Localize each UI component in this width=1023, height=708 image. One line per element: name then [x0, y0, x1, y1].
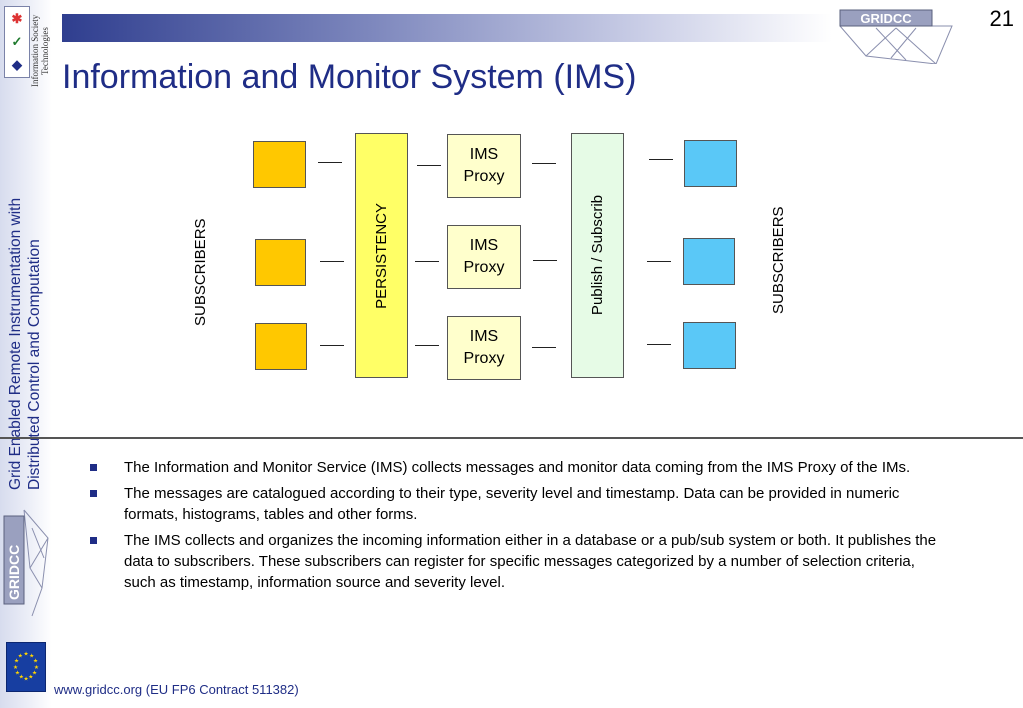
- ims-proxy-3: IMS Proxy: [447, 316, 521, 380]
- connector: [532, 347, 556, 348]
- bullet-text-1: The Information and Monitor Service (IMS…: [124, 459, 911, 476]
- svg-text:★: ★: [23, 675, 28, 682]
- connector: [647, 344, 671, 345]
- bullet-text-2: The messages are catalogued according to…: [124, 485, 900, 523]
- ims-proxy-1-line2: Proxy: [463, 168, 505, 185]
- bullet-square-icon: [90, 537, 97, 544]
- svg-text:★: ★: [19, 673, 24, 680]
- connector: [417, 165, 441, 166]
- ims-proxy-2: IMS Proxy: [447, 225, 521, 289]
- persistency-label: PERSISTENCY: [373, 202, 390, 309]
- project-title-line2: Distributed Control and Computation: [26, 239, 43, 490]
- svg-text:★: ★: [33, 657, 38, 664]
- right-subscriber-3: [683, 322, 736, 369]
- connector: [320, 345, 344, 346]
- gridcc-header-logo: GRIDCC: [839, 9, 953, 64]
- svg-text:★: ★: [32, 670, 37, 677]
- header-logo-text: GRIDCC: [860, 11, 912, 26]
- ims-proxy-1-line1: IMS: [469, 146, 499, 163]
- connector: [320, 261, 344, 262]
- connector: [533, 260, 557, 261]
- publish-subscribe-box: Publish / Subscrib: [571, 133, 624, 378]
- svg-text:★: ★: [34, 664, 39, 671]
- page-title: Information and Monitor System (IMS): [62, 58, 637, 96]
- footer-link[interactable]: www.gridcc.org (EU FP6 Contract 511382): [54, 682, 299, 697]
- ist-logo-tile-red-icon: ✱: [11, 11, 23, 26]
- section-divider: [0, 437, 1023, 439]
- eu-flag-icon: ★★★ ★★★ ★★★ ★★★: [6, 642, 46, 692]
- connector: [415, 345, 439, 346]
- pubsub-label: Publish / Subscrib: [589, 195, 606, 316]
- left-subscriber-2: [255, 239, 306, 286]
- bullet-item-1: The Information and Monitor Service (IMS…: [88, 457, 938, 478]
- ims-proxy-3-line2: Proxy: [463, 350, 505, 367]
- svg-text:★: ★: [29, 653, 34, 660]
- project-title-line1: Grid Enabled Remote Instrumentation with: [7, 197, 24, 490]
- connector: [532, 163, 556, 164]
- right-subscriber-1: [684, 140, 737, 187]
- bullet-list: The Information and Monitor Service (IMS…: [88, 457, 938, 598]
- right-subscriber-2: [683, 238, 735, 285]
- svg-text:★: ★: [23, 651, 28, 658]
- ist-logo-tile-blue-icon: ◆: [12, 57, 22, 72]
- svg-text:★: ★: [15, 670, 20, 677]
- left-subscriber-1: [253, 141, 306, 188]
- ims-proxy-2-line1: IMS: [469, 237, 499, 254]
- header-gradient-bar: [62, 14, 832, 42]
- sidebar-gridcc-text: GRIDCC: [6, 545, 22, 600]
- ims-proxy-2-line2: Proxy: [463, 259, 505, 276]
- ims-proxy-3-line1: IMS: [469, 328, 499, 345]
- svg-text:★: ★: [18, 653, 23, 660]
- page-number: 21: [989, 6, 1014, 31]
- connector: [415, 261, 439, 262]
- connector: [649, 159, 673, 160]
- bullet-text-3: The IMS collects and organizes the incom…: [124, 532, 937, 591]
- svg-text:★: ★: [28, 673, 33, 680]
- ims-proxy-1: IMS Proxy: [447, 134, 521, 198]
- bullet-square-icon: [90, 490, 97, 497]
- connector: [647, 261, 671, 262]
- sidebar-gridcc-logo: GRIDCC: [3, 509, 49, 617]
- svg-text:★: ★: [13, 664, 18, 671]
- ist-logo-tile-green-icon: ✓: [11, 34, 23, 49]
- bullet-square-icon: [90, 464, 97, 471]
- bullet-item-3: The IMS collects and organizes the incom…: [88, 530, 938, 593]
- svg-text:★: ★: [14, 657, 19, 664]
- left-subscribers-label: SUBSCRIBERS: [192, 218, 209, 326]
- persistency-box: PERSISTENCY: [355, 133, 408, 378]
- right-subscribers-label: SUBSCRIBERS: [770, 206, 787, 314]
- connector: [318, 162, 342, 163]
- project-title-vertical: Grid Enabled Remote Instrumentation with…: [6, 112, 48, 490]
- left-subscriber-3: [255, 323, 307, 370]
- left-sidebar: ✱ ✓ ◆ Information Society Technologies G…: [0, 0, 52, 708]
- bullet-item-2: The messages are catalogued according to…: [88, 483, 938, 525]
- ist-logo: ✱ ✓ ◆: [4, 6, 30, 78]
- ist-org-text: Information Society Technologies: [30, 14, 50, 88]
